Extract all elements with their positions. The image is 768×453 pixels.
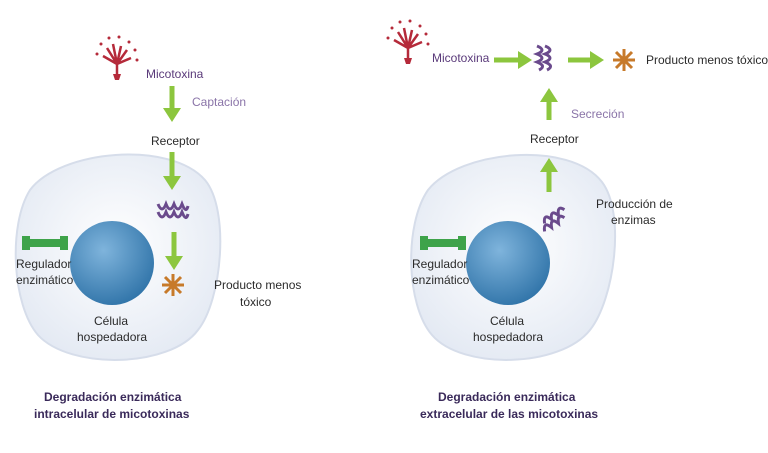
right-mycotoxin-label: Micotoxina: [432, 51, 490, 65]
left-product-line2: tóxico: [240, 295, 272, 309]
arrow-secretion: [540, 88, 558, 120]
left-regulator-line2: enzimático: [16, 273, 74, 287]
right-regulator-line2: enzimático: [412, 273, 470, 287]
nucleus: [466, 221, 550, 305]
arrow-enzyme-to-product: [568, 51, 604, 69]
right-production-line2: enzimas: [611, 213, 656, 227]
right-production-line1: Producción de: [596, 197, 673, 211]
arrow-mycotoxin-to-enzyme: [494, 51, 532, 69]
right-cell-line2: hospedadora: [473, 330, 543, 344]
right-regulator-line1: Regulador: [412, 257, 467, 271]
left-product-line1: Producto menos: [214, 278, 301, 292]
mycotoxin-icon: [387, 20, 430, 65]
product-icon: [162, 274, 184, 296]
arrow-uptake: [163, 86, 181, 122]
right-caption-line2: extracelular de las micotoxinas: [420, 407, 598, 421]
right-panel: Micotoxina Producto menos tóxico Secreci…: [387, 20, 768, 422]
nucleus: [70, 221, 154, 305]
right-cell-line1: Célula: [490, 314, 524, 328]
left-receptor-label: Receptor: [151, 134, 200, 148]
left-cell-line2: hospedadora: [77, 330, 147, 344]
right-secretion-label: Secreción: [571, 107, 624, 121]
left-regulator-line1: Regulador: [16, 257, 71, 271]
left-uptake-label: Captación: [192, 95, 246, 109]
right-product-label: Producto menos tóxico: [646, 53, 768, 67]
left-mycotoxin-label: Micotoxina: [146, 67, 204, 81]
left-cell-line1: Célula: [94, 314, 128, 328]
enzyme-icon: [537, 46, 551, 70]
left-caption-line2: intracelular de micotoxinas: [34, 407, 190, 421]
mycotoxin-icon: [96, 36, 139, 81]
left-caption-line1: Degradación enzimática: [44, 390, 182, 404]
right-receptor-label: Receptor: [530, 132, 579, 146]
right-caption-line1: Degradación enzimática: [438, 390, 576, 404]
left-panel: Micotoxina Captación Receptor Product: [16, 36, 302, 422]
product-icon: [613, 49, 635, 71]
